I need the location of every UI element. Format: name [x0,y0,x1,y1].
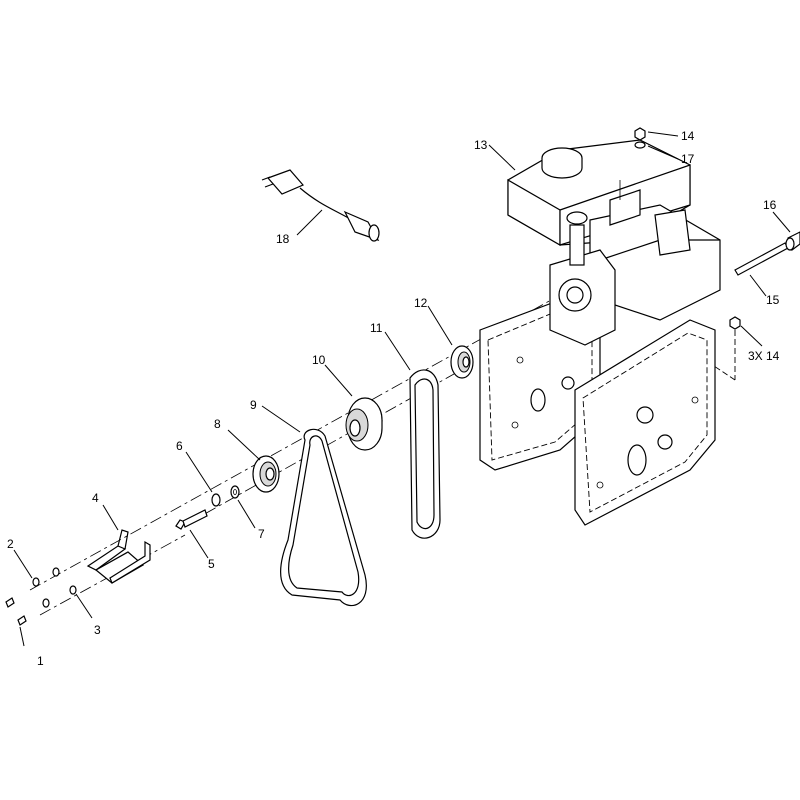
bracket-4 [86,529,151,584]
callout-8: 8 [214,417,221,431]
pulley-10 [345,397,383,451]
callout-3x14: 3X 14 [748,349,780,363]
callout-7: 7 [258,527,265,541]
callout-5: 5 [208,557,215,571]
belt-9 [280,428,367,607]
callout-3: 3 [94,623,101,637]
callout-leaders [13,131,791,647]
pulley-12 [450,345,474,379]
shaft-15-spacer-16 [734,231,800,276]
callout-9: 9 [250,398,257,412]
callout-13: 13 [474,138,488,152]
callout-12: 12 [414,296,428,310]
power-cord [261,169,380,242]
nut-14-washer-17 [634,127,741,330]
screws-washers-1-2-3 [5,567,77,626]
callout-1: 1 [37,654,44,668]
callout-15: 15 [766,293,780,307]
engine-assembly [507,139,721,346]
belt-11 [409,369,441,539]
callout-16: 16 [763,198,777,212]
callout-14: 14 [681,129,695,143]
callout-4: 4 [92,491,99,505]
bolt-5 [175,509,208,530]
callout-18: 18 [276,232,290,246]
callout-labels: 1 2 3 4 5 6 7 8 9 10 11 12 13 14 17 18 1… [7,129,780,668]
pulley-8 [252,455,280,493]
frame-plates [479,299,716,526]
callout-17: 17 [681,152,695,166]
callout-2: 2 [7,537,14,551]
callout-10: 10 [312,353,326,367]
callout-6: 6 [176,439,183,453]
washers-6-7 [211,485,240,507]
callout-11: 11 [370,321,383,335]
